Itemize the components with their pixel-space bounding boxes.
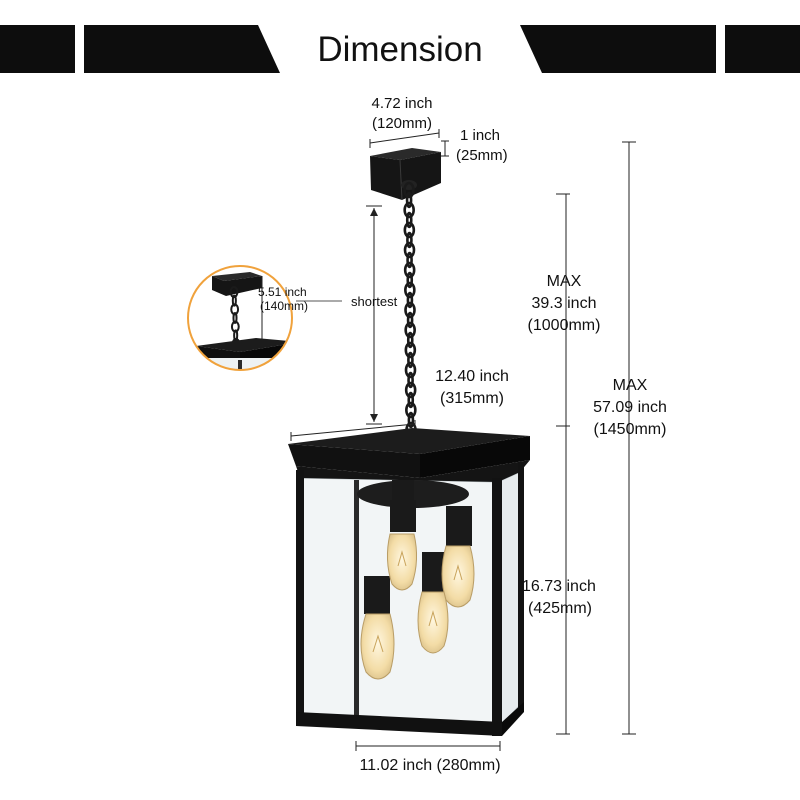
frame-post-inner xyxy=(354,480,359,716)
chain-link xyxy=(404,381,417,399)
banner-right-block xyxy=(725,25,800,73)
chain-link xyxy=(407,411,415,429)
canopy-height-mm: (25mm) xyxy=(456,147,508,164)
chain-link xyxy=(232,312,238,324)
socket-4 xyxy=(364,576,390,614)
chain-link xyxy=(404,341,417,359)
inset-roof-top xyxy=(196,338,292,352)
bulb-4 xyxy=(360,613,395,680)
chain-link xyxy=(406,331,414,349)
chain-link xyxy=(231,294,237,307)
chain-link xyxy=(407,391,415,409)
chain-link xyxy=(404,321,416,339)
bulb-3 xyxy=(417,591,449,654)
shortest-dimension: shortest xyxy=(296,205,398,425)
chain-link xyxy=(233,329,239,342)
socket-3 xyxy=(422,552,444,592)
chain-max-label: MAX xyxy=(547,273,582,290)
top-width-dimension: 12.40 inch (315mm) xyxy=(290,368,509,441)
socket-1 xyxy=(390,500,416,532)
inset-post xyxy=(238,360,242,370)
chain-link xyxy=(403,241,416,259)
lantern-base-front xyxy=(296,712,502,736)
chain-link xyxy=(406,251,413,269)
chain-link xyxy=(404,301,416,319)
chain-link xyxy=(406,271,414,289)
chain-link xyxy=(403,181,415,199)
inset-glass xyxy=(198,358,292,370)
chain-link xyxy=(407,351,414,369)
chain-link xyxy=(405,191,413,209)
inset-mm: (140mm) xyxy=(260,299,308,313)
total-max-inch: 57.09 inch xyxy=(593,399,667,416)
lantern-base-side xyxy=(502,702,524,736)
lantern-frame-band xyxy=(296,460,530,482)
banner-left-block xyxy=(0,25,75,73)
canopy-edge xyxy=(399,159,403,201)
banner-left-wedge xyxy=(84,25,280,73)
bulb-1 xyxy=(386,533,418,591)
lantern-roof-top xyxy=(288,428,530,454)
chain-max-dimension: MAX 39.3 inch (1000mm) xyxy=(528,193,601,427)
total-max-dimension: MAX 57.09 inch (1450mm) xyxy=(593,141,667,735)
body-height-dimension: 16.73 inch (425mm) xyxy=(522,426,596,735)
lantern xyxy=(288,428,530,736)
canopy-width-dimension: 4.72 inch (120mm) xyxy=(369,95,440,148)
socket-2 xyxy=(446,506,472,546)
chain-link xyxy=(406,311,414,329)
canopy-width-line xyxy=(369,132,440,144)
chain-link xyxy=(406,231,413,249)
bulb-2 xyxy=(441,545,475,608)
inset-ring xyxy=(187,265,293,371)
body-height-mm: (425mm) xyxy=(528,600,592,617)
chain-link xyxy=(407,371,414,389)
bottom-width-text: 11.02 inch (280mm) xyxy=(359,757,500,774)
shortest-inset: 5.51 inch (140mm) xyxy=(187,265,308,371)
shortest-arrow-bottom xyxy=(370,414,378,422)
canopy-width-inch: 4.72 inch xyxy=(372,95,433,112)
chain-link xyxy=(404,281,416,299)
frame-post-front xyxy=(492,478,502,736)
total-max-mm: (1450mm) xyxy=(594,421,667,438)
total-max-label: MAX xyxy=(613,377,648,394)
shortest-label: shortest xyxy=(351,294,398,309)
canopy-body xyxy=(370,152,441,200)
canopy-top xyxy=(370,148,441,160)
chain-max-mm: (1000mm) xyxy=(528,317,601,334)
inset-inch: 5.51 inch xyxy=(258,285,307,299)
chain-max-inch: 39.3 inch xyxy=(532,295,597,312)
chain-link xyxy=(405,401,417,419)
chain-link xyxy=(403,221,416,239)
body-height-inch: 16.73 inch xyxy=(522,578,596,595)
header-banner: Dimension xyxy=(0,25,800,73)
canopy-width-mm: (120mm) xyxy=(372,115,432,132)
canopy-height-inch: 1 inch xyxy=(460,127,500,144)
top-width-line xyxy=(290,423,416,437)
page-title: Dimension xyxy=(317,30,482,69)
bulb-filaments xyxy=(372,550,463,653)
frame-post-right xyxy=(518,462,524,710)
shortest-arrow-top xyxy=(370,208,378,216)
bottom-width-dimension: 11.02 inch (280mm) xyxy=(355,741,501,774)
chain xyxy=(403,181,417,439)
banner-right-wedge xyxy=(520,25,716,73)
top-width-mm: (315mm) xyxy=(440,390,504,407)
inset-canopy-body xyxy=(212,276,262,296)
chain-link xyxy=(404,361,417,379)
chain-link xyxy=(406,291,414,309)
canopy-height-dimension: 1 inch (25mm) xyxy=(441,127,508,164)
frame-post-left xyxy=(296,470,304,726)
lantern-roof-front xyxy=(288,444,420,478)
inset-canopy-top xyxy=(212,272,262,281)
chain-link xyxy=(403,261,416,279)
lantern-roof-side xyxy=(420,436,530,478)
top-width-inch: 12.40 inch xyxy=(435,368,509,385)
chain-link xyxy=(403,201,415,219)
chain-link xyxy=(405,211,413,229)
